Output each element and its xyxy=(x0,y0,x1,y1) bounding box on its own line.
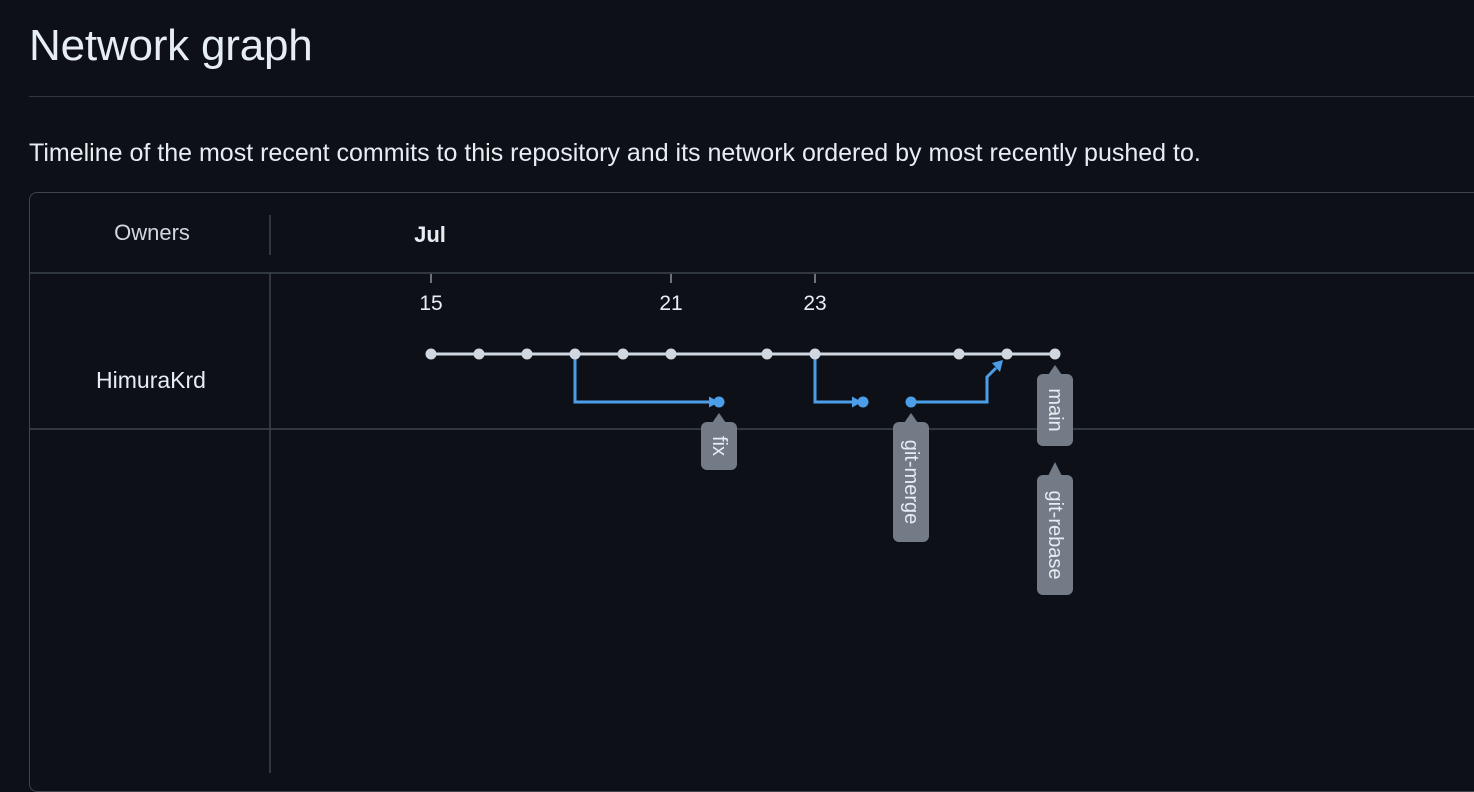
label-box xyxy=(1037,475,1073,595)
page-title: Network graph xyxy=(29,21,313,70)
commit-dot[interactable] xyxy=(521,348,533,360)
commit-dot[interactable] xyxy=(953,348,965,360)
branch-label-fix[interactable]: fix xyxy=(701,413,737,470)
git-merge-branch-line xyxy=(813,354,854,404)
network-graph-panel[interactable]: Owners Jul 15 21 23 HimuraKrd xyxy=(29,192,1474,792)
label-box xyxy=(893,422,929,542)
month-label: Jul xyxy=(414,222,446,247)
branch-label-main[interactable]: main xyxy=(1037,365,1073,446)
label-box xyxy=(1037,374,1073,446)
owner-name[interactable]: HimuraKrd xyxy=(96,367,206,393)
day-label: 23 xyxy=(803,292,826,315)
network-graph-canvas[interactable]: Owners Jul 15 21 23 HimuraKrd xyxy=(30,193,1474,773)
commit-dot[interactable] xyxy=(425,348,437,360)
day-label: 21 xyxy=(659,292,682,315)
day-label: 15 xyxy=(419,292,442,315)
commit-dot[interactable] xyxy=(761,348,773,360)
label-pointer xyxy=(1048,365,1062,375)
branch-label-text: git-rebase xyxy=(1044,491,1066,580)
commit-dot[interactable] xyxy=(905,396,917,408)
branch-label-text: main xyxy=(1044,388,1066,431)
owners-column-header: Owners xyxy=(114,220,190,245)
commit-dot[interactable] xyxy=(473,348,485,360)
commit-dot[interactable] xyxy=(809,348,821,360)
branch-commits xyxy=(713,396,917,408)
label-box xyxy=(701,422,737,470)
main-commits xyxy=(425,348,1061,360)
branch-label-text: git-merge xyxy=(900,440,922,524)
label-pointer xyxy=(1048,462,1062,476)
commit-dot[interactable] xyxy=(713,396,725,408)
page-description: Timeline of the most recent commits to t… xyxy=(29,139,1201,167)
branch-label-text: fix xyxy=(708,436,730,456)
branch-label-git-rebase[interactable]: git-rebase xyxy=(1037,462,1073,595)
commit-dot[interactable] xyxy=(857,396,869,408)
commit-dot[interactable] xyxy=(1001,348,1013,360)
commit-dot[interactable] xyxy=(617,348,629,360)
title-divider xyxy=(29,96,1474,97)
git-merge-branch-arrow-icon xyxy=(852,396,862,408)
git-merge-merge-arrow-icon xyxy=(992,360,1003,372)
git-merge-merge-line xyxy=(910,366,998,404)
label-pointer xyxy=(712,413,726,423)
commit-dot[interactable] xyxy=(1049,348,1061,360)
branch-label-git-merge[interactable]: git-merge xyxy=(893,413,929,542)
fix-branch-line xyxy=(573,354,710,404)
label-pointer xyxy=(904,413,918,423)
commit-dot[interactable] xyxy=(665,348,677,360)
commit-dot[interactable] xyxy=(569,348,581,360)
